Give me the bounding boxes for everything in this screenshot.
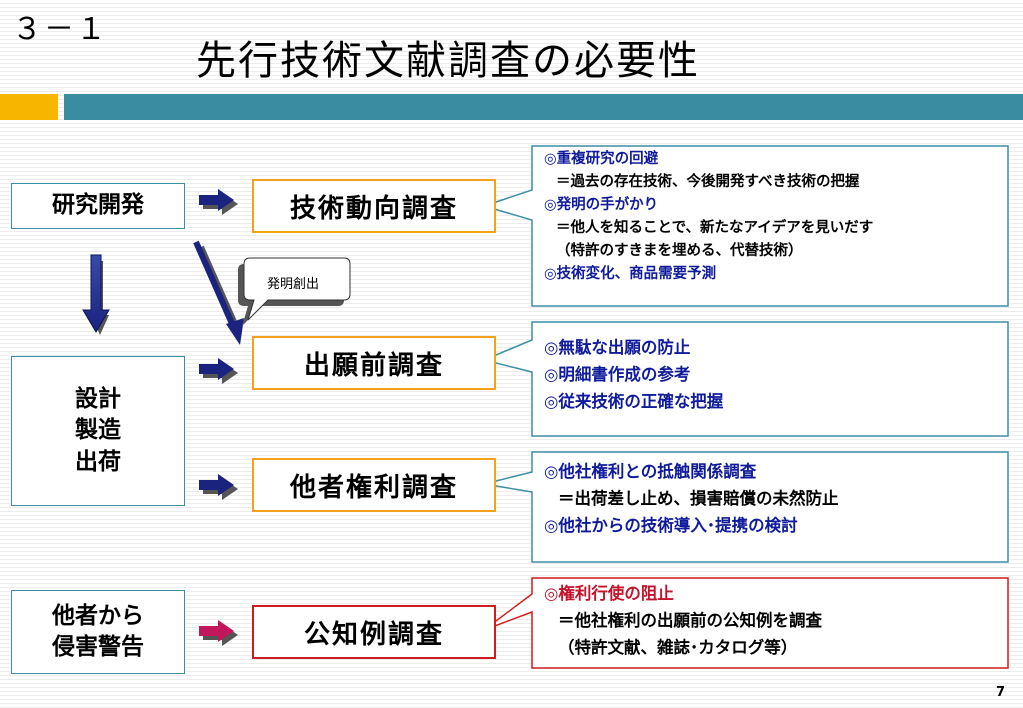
note-line: （特許のすきまを埋める、代替技術） [556,243,803,259]
note-line: ◎明細書作成の参考 [544,365,691,384]
right-arrow-icon [199,189,238,215]
callout-box-1 [481,145,1009,307]
speech-bubble [238,257,351,326]
warning-label-2: 侵害警告 [52,634,144,660]
warning-label-1: 他者から [52,602,144,629]
callout-box-2 [481,321,1009,437]
callout-text-4: ◎権利行使の阻止 ＝他社権利の出願前の公知例を調査 （特許文献、雑誌･カタログ等… [544,580,822,661]
title-accent-bar [0,94,58,120]
design-label-2: 製造 [75,417,121,444]
survey-label: 出願前調査 [303,350,444,381]
note-line: ◎発明の手がかり [544,197,659,213]
note-line: ◎重複研究の回避 [544,151,659,167]
research-dev-label: 研究開発 [52,192,144,219]
note-line: ◎従来技術の正確な把握 [544,392,724,411]
diagonal-arrow-icon [193,240,244,345]
callout-box-4 [483,577,1009,669]
note-line: ◎技術変化、商品需要予測 [544,266,717,282]
note-line: （特許文献、雑誌･カタログ等） [558,638,798,657]
survey-label: 技術動向調査 [289,193,458,224]
note-line: ＝他人を知ることで、新たなアイデアを見いだす [556,220,874,236]
note-line: ◎権利行使の阻止 [544,584,674,603]
right-arrow-magenta-icon [199,620,238,646]
note-line: ◎無駄な出願の防止 [544,338,691,357]
note-line: ◎他社からの技術導入･提携の検討 [544,516,798,535]
survey-label: 他者権利調査 [289,472,458,503]
design-box: 設計 製造 出荷 [11,356,185,506]
callout-box-3 [483,451,1009,563]
survey-label: 公知例調査 [303,619,444,650]
slide-number: ３－１ [12,12,108,47]
callout-text-1: ◎重複研究の回避 ＝過去の存在技術、今後開発すべき技術の把握 ◎発明の手がかり … [544,148,873,286]
slide-title: 先行技術文献調査の必要性 [196,38,700,84]
note-line: ＝過去の存在技術、今後開発すべき技術の把握 [556,174,860,190]
infringement-warning-box: 他者から 侵害警告 [11,590,185,674]
research-dev-box: 研究開発 [11,183,185,229]
survey-box-third-party-rights: 他者権利調査 [252,458,496,512]
survey-box-pre-filing: 出願前調査 [252,336,496,390]
note-line: ◎他社権利との抵触関係調査 [544,462,757,481]
design-label-3: 出荷 [75,448,121,475]
right-arrow-icon [199,358,238,384]
survey-box-tech-trend: 技術動向調査 [252,179,496,233]
right-arrow-icon [199,474,238,500]
callout-text-2: ◎無駄な出願の防止 ◎明細書作成の参考 ◎従来技術の正確な把握 [544,334,723,415]
callout-text-3: ◎他社権利との抵触関係調査 ＝出荷差し止め、損害賠償の未然防止 ◎他社からの技術… [544,458,839,539]
note-line: ＝他社権利の出願前の公知例を調査 [558,611,822,630]
survey-box-prior-art: 公知例調査 [252,605,496,659]
bubble-label: 発明創出 [266,276,319,292]
note-line: ＝出荷差し止め、損害賠償の未然防止 [558,489,839,508]
page-number: 7 [995,685,1005,700]
down-arrow-icon [82,254,110,335]
design-label-1: 設計 [75,386,121,413]
title-underline-bar [64,94,1023,120]
